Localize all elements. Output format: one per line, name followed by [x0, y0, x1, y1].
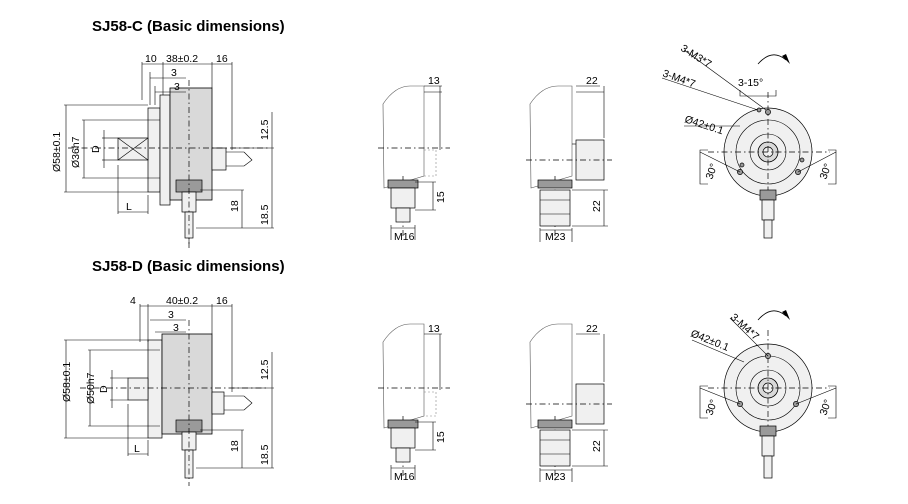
dim-dia58: Ø58±0.1: [51, 132, 63, 172]
sj58-d-m16-view: 13 15 M16: [378, 323, 450, 483]
flange-clamp: [159, 94, 171, 206]
rotation-arrow-icon: [757, 310, 787, 321]
sj58-c-m16-view: 13 15 M16: [378, 75, 450, 243]
sj58-c-m23-view: 22 22 M23: [526, 75, 612, 243]
flange: [147, 339, 163, 439]
label-3-15-deg: 3-15°: [738, 77, 763, 89]
dim-38: 38±0.2: [166, 53, 198, 65]
sj58-c-side-view: 10 38±0.2 16 3 3 Ø58±0.1 Ø36h7 D L 12.5 …: [51, 53, 274, 250]
dim-dia58: Ø58±0.1: [61, 362, 73, 402]
dim-dia36: Ø36h7: [70, 136, 82, 168]
dim-3b: 3: [173, 322, 179, 334]
sj58-d-m23-view: 22 22 M23: [526, 323, 612, 483]
dim-dia50: Ø50h7: [85, 372, 97, 404]
label-3-m3-7: 3-M3*7: [678, 42, 713, 70]
dim-18: 18: [229, 440, 241, 452]
label-3-m4-7: 3-M4*7: [661, 68, 697, 91]
front-angle-30-right: 30°: [818, 398, 835, 417]
m23-dim-22-top: 22: [586, 323, 598, 335]
m16-dim-13: 13: [428, 75, 440, 87]
m16-connector-label: M16: [394, 471, 415, 483]
dim-3b: 3: [174, 81, 180, 93]
section-title-sj58-d: SJ58-D (Basic dimensions): [92, 258, 285, 275]
dim-18: 18: [229, 200, 241, 212]
sj58-d-side-view: 4 40±0.2 16 3 3 Ø58±0.1 Ø50h7 D L 12.5 1…: [61, 295, 274, 486]
m16-connector-label: M16: [394, 231, 415, 243]
dim-3a: 3: [168, 309, 174, 321]
section-title-sj58-c: SJ58-C (Basic dimensions): [92, 18, 285, 35]
encoder-body: [161, 333, 213, 435]
dim-10: 10: [145, 53, 157, 65]
dim-18-5: 18.5: [259, 204, 271, 225]
flange: [147, 107, 161, 193]
m16-dim-13: 13: [428, 323, 440, 335]
m16-dim-15: 15: [435, 191, 447, 203]
dim-l: L: [134, 443, 140, 455]
m16-dim-15: 15: [435, 431, 447, 443]
dim-d: D: [90, 145, 102, 153]
m23-dim-22-side: 22: [591, 200, 603, 212]
front-angle-30-left: 30°: [704, 398, 721, 417]
dim-d: D: [98, 385, 110, 393]
dim-16: 16: [216, 295, 228, 307]
dim-4: 4: [130, 295, 136, 307]
m23-connector-label: M23: [545, 231, 566, 243]
front-angle-30-left: 30°: [704, 162, 721, 181]
dim-3a: 3: [171, 67, 177, 79]
label-dia42: Ø42±0.1: [689, 328, 731, 354]
dim-12-5: 12.5: [259, 119, 271, 140]
dim-12-5: 12.5: [259, 359, 271, 380]
sj58-c-front-view: 30° 30° 3-M3*7 3-M4*7 3-15° Ø42±0.1: [661, 42, 837, 239]
label-3-m4-7: 3-M4*7: [728, 311, 761, 343]
dim-l: L: [126, 201, 132, 213]
dim-18-5: 18.5: [259, 444, 271, 465]
dim-16: 16: [216, 53, 228, 65]
label-dia42: Ø42±0.1: [683, 113, 725, 137]
dim-40: 40±0.2: [166, 295, 198, 307]
m23-dim-22-top: 22: [586, 75, 598, 87]
front-angle-30-right: 30°: [818, 162, 835, 181]
m23-connector-label: M23: [545, 471, 566, 483]
m23-dim-22-side: 22: [591, 440, 603, 452]
shaft: [127, 377, 149, 401]
sj58-d-front-view: 30° 30° 3-M4*7 Ø42±0.1: [689, 310, 837, 479]
rotation-arrow-icon: [757, 54, 787, 65]
